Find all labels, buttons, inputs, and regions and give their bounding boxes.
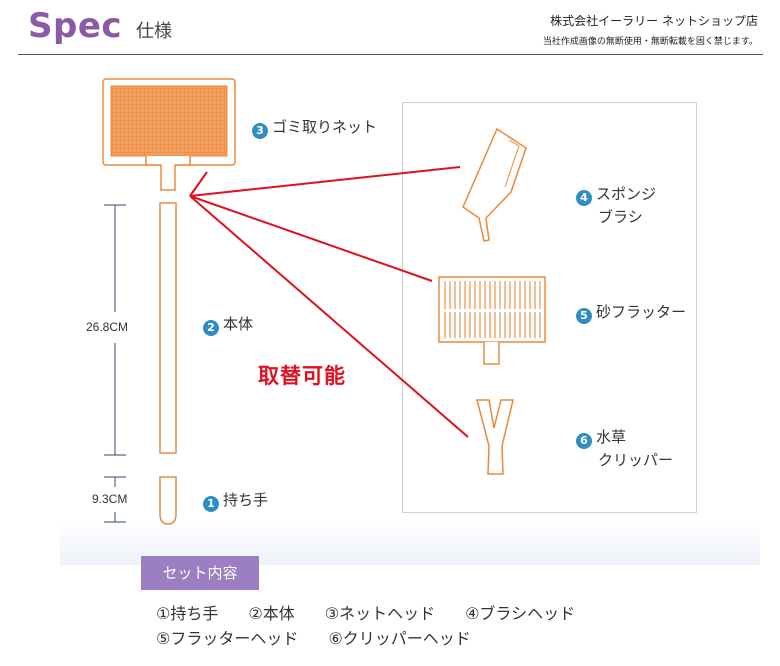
badge-4: 4: [576, 190, 592, 206]
sponge-label-2: ブラシ: [598, 208, 643, 226]
set-item: ④ブラシヘッド: [465, 604, 576, 623]
set-item: ⑥クリッパーヘッド: [328, 629, 471, 648]
page-title: Spec: [28, 6, 123, 46]
set-contents-row-1: ①持ち手 ②本体 ③ネットヘッド ④ブラシヘッド: [156, 600, 605, 624]
exchange-note: 取替可能: [258, 364, 346, 388]
sponge-brush-illustration: [462, 127, 527, 242]
sponge-label-1: スポンジ: [596, 185, 657, 203]
set-item: ③ネットヘッド: [324, 604, 436, 623]
handle-length-dimension: 9.3CM: [92, 492, 128, 506]
handle-illustration: [159, 476, 177, 525]
interchange-lines: [189, 166, 469, 438]
body-label: 本体: [223, 315, 254, 333]
header-divider: [18, 54, 763, 55]
set-item: ②本体: [248, 604, 295, 623]
clipper-label-2: クリッパー: [598, 451, 674, 469]
set-contents-title: セット内容: [141, 556, 259, 590]
net-label: ゴミ取りネット: [272, 118, 378, 136]
set-item: ①持ち手: [156, 604, 219, 623]
set-item: ⑤フラッターヘッド: [156, 629, 299, 648]
body-length-dimension: 26.8CM: [86, 320, 129, 334]
page-subtitle: 仕様: [136, 21, 172, 42]
set-contents-row-2: ⑤フラッターヘッド ⑥クリッパーヘッド: [156, 625, 501, 649]
body-shaft-illustration: [159, 202, 177, 454]
badge-5: 5: [576, 308, 592, 324]
net-head-illustration: [102, 78, 236, 191]
badge-2: 2: [203, 320, 219, 336]
badge-3: 3: [252, 123, 268, 139]
clipper-label-1: 水草: [596, 428, 627, 446]
copyright-notice: 当社作成画像の無断使用・無断転載を固く禁じます。: [542, 37, 758, 47]
attachments-box: [402, 102, 697, 513]
dimension-lines: [104, 204, 126, 523]
clipper-illustration: [476, 399, 514, 475]
badge-1: 1: [203, 496, 219, 512]
badge-6: 6: [576, 433, 592, 449]
company-name: 株式会社イーラリー ネットショップ店: [550, 14, 758, 28]
handle-label: 持ち手: [223, 491, 269, 509]
flatter-label: 砂フラッター: [596, 303, 687, 321]
flatter-illustration: [438, 276, 546, 365]
